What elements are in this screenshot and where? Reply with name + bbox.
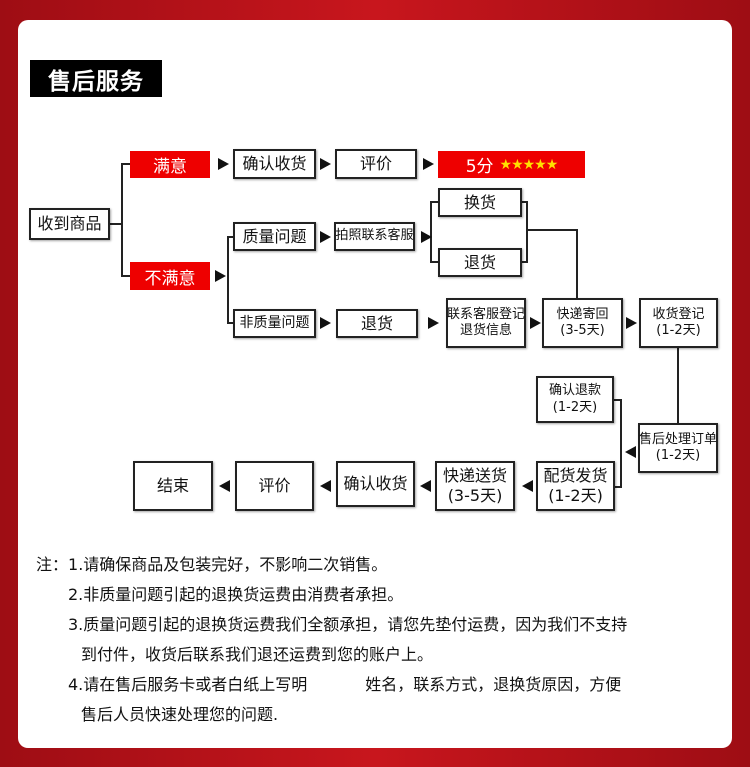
note-4-cont: 售后人员快速处理您的问题. [81, 705, 279, 724]
node-deliver: 快递送货(3-5天) [435, 461, 515, 511]
arrow-heads [215, 158, 637, 492]
node-ship-back: 快递寄回(3-5天) [542, 298, 623, 348]
node-five-star: 5分 ★★★★★ [438, 151, 585, 178]
note-3-cont: 到付件，收货后联系我们退还运费到您的账户上。 [81, 645, 434, 664]
node-line: (1-2天) [655, 448, 701, 463]
node-line: (1-2天) [552, 399, 598, 415]
node-line: 收货登记 [652, 306, 705, 322]
node-photo-contact-service: 拍照联系客服 [334, 222, 415, 251]
node-return: 退货 [438, 248, 522, 277]
node-quality-issue: 质量问题 [233, 222, 316, 251]
node-confirm-refund: 确认退款(1-2天) [536, 376, 614, 423]
node-exchange: 换货 [438, 188, 522, 217]
node-line: 确认退款 [548, 383, 601, 399]
note-4-part2: 姓名，联系方式，退换货原因，方便 [365, 675, 622, 694]
node-non-quality-issue: 非质量问题 [233, 309, 316, 338]
node-dispatch: 配货发货(1-2天) [536, 461, 615, 511]
node-line: (1-2天) [656, 323, 701, 338]
node-line: (1-2天) [548, 486, 603, 505]
node-register-return: 联系客服登记退货信息 [446, 298, 526, 348]
node-line: 退货信息 [459, 323, 512, 338]
node-confirm-receipt-2: 确认收货 [336, 461, 415, 507]
notes-prefix: 注： [36, 555, 69, 574]
node-line: 快递寄回 [556, 306, 609, 322]
node-line: 快递送货 [442, 466, 507, 485]
note-4: 4.请在售后服务卡或者白纸上写明 [68, 675, 308, 694]
star-rating-icon: ★★★★★ [499, 156, 559, 173]
node-return-2: 退货 [336, 309, 418, 338]
notes-section: 注：1.请确保商品及包装完好，不影响二次销售。 2.非质量问题引起的退换货运费由… [36, 550, 627, 730]
node-unsatisfied: 不满意 [130, 262, 210, 290]
node-receive-goods: 收到商品 [29, 208, 110, 240]
node-line: (3-5天) [447, 486, 503, 505]
node-end: 结束 [133, 461, 213, 511]
node-line: 联系客服登记 [447, 306, 526, 322]
node-confirm-receipt: 确认收货 [233, 149, 316, 179]
score-label: 5分 [465, 157, 494, 177]
page-title: 售后服务 [30, 60, 162, 97]
note-3: 3.质量问题引起的退换货运费我们全额承担，请您先垫付运费，因为我们不支持 [68, 615, 628, 634]
note-1: 1.请确保商品及包装完好，不影响二次销售。 [68, 555, 388, 574]
node-review-2: 评价 [235, 461, 314, 511]
node-line: (3-5天) [560, 323, 605, 338]
node-receipt-register: 收货登记(1-2天) [639, 298, 718, 348]
node-process-order: 售后处理订单(1-2天) [638, 423, 718, 473]
node-line: 售后处理订单 [639, 431, 718, 447]
note-2: 2.非质量问题引起的退换货运费由消费者承担。 [68, 585, 404, 604]
node-satisfied: 满意 [130, 151, 210, 178]
node-line: 配货发货 [543, 466, 608, 485]
node-review: 评价 [335, 149, 417, 179]
